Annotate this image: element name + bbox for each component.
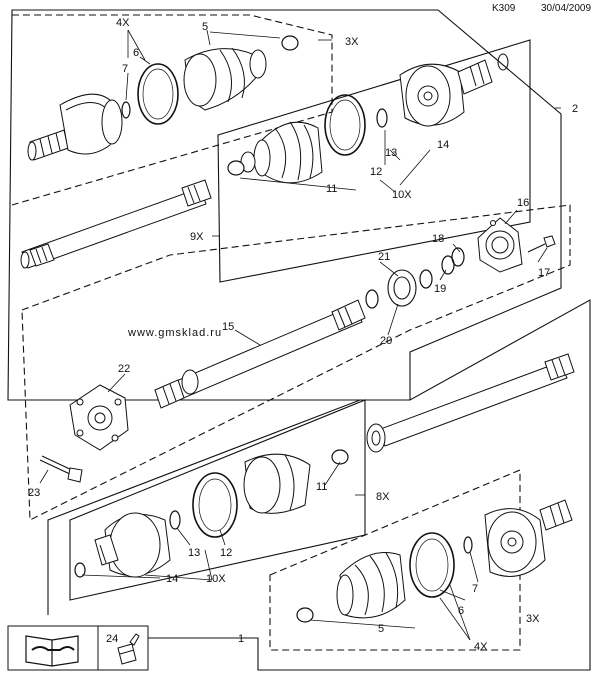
inner-snap-ring-top <box>376 108 388 128</box>
inner-clamp-inner-top <box>329 99 361 151</box>
outer-cv-joint-bottom <box>484 499 573 577</box>
inner-clamp-large-bottom <box>192 472 238 538</box>
coupling-bolt <box>39 455 83 483</box>
grease-tube-icon <box>117 633 140 665</box>
callout-2: 2 <box>572 103 578 115</box>
callout-3x-top: 3X <box>345 36 359 48</box>
outer-snap-ring-bottom <box>463 536 473 554</box>
outer-boot-kit-top-box <box>11 14 333 206</box>
callout-19: 19 <box>434 283 446 295</box>
upper-shaft-assembly-outline <box>7 9 562 401</box>
callout-4x-top: 4X <box>116 17 130 29</box>
callout-11-top: 11 <box>326 183 337 195</box>
callout-3x-bottom: 3X <box>526 613 540 625</box>
callout-7-bottom: 7 <box>472 583 478 595</box>
callout-23: 23 <box>28 487 40 499</box>
outer-boot-kit-bottom-box <box>269 469 521 651</box>
callout-21: 21 <box>378 251 390 263</box>
inner-snap-ring-bottom <box>169 510 181 530</box>
support-bearing <box>387 269 417 307</box>
leader-lines <box>39 29 561 641</box>
tripod-housing-bottom <box>94 512 171 578</box>
callout-13-top: 13 <box>385 147 397 159</box>
callout-10x-top: 10X <box>392 189 412 201</box>
outer-clamp-inner-bottom <box>415 538 449 592</box>
callout-7-top: 7 <box>122 63 128 75</box>
callout-14-bottom: 14 <box>166 573 178 585</box>
callout-12-bottom: 12 <box>220 547 232 559</box>
callout-24: 24 <box>106 633 118 645</box>
callout-6-top: 6 <box>133 47 139 59</box>
bearing-kit-box <box>21 204 571 521</box>
inner-boot-top <box>240 121 323 184</box>
callout-4x-bottom: 4X <box>474 641 488 653</box>
bearing-bracket <box>477 217 523 273</box>
diagram-code: K309 <box>492 3 516 14</box>
callout-9x: 9X <box>190 231 204 243</box>
outer-boot-bottom <box>336 552 406 619</box>
callout-13-bottom: 13 <box>188 547 200 559</box>
bearing-washer <box>419 269 433 289</box>
callout-12-top: 12 <box>370 166 382 178</box>
outer-clamp-large-top <box>137 63 179 125</box>
callout-16: 16 <box>517 197 529 209</box>
bearing-snap-ring-a <box>451 247 465 267</box>
diagram-date: 30/04/2009 <box>541 3 592 14</box>
outer-snap-ring-top <box>121 101 131 119</box>
inner-boot-bottom <box>243 453 311 514</box>
inner-small-clamp-top <box>227 160 245 176</box>
callout-5-bottom: 5 <box>378 623 384 635</box>
outer-small-clamp-top <box>281 35 299 51</box>
callout-5-top: 5 <box>202 21 208 33</box>
inner-clamp-large-top <box>324 94 366 156</box>
group-boundaries <box>7 9 591 671</box>
outer-clamp-inner-top <box>142 68 174 120</box>
callout-labels: 4X 5 3X 6 7 2 14 13 12 11 10X 16 9X 18 2… <box>28 17 578 653</box>
callout-8x: 8X <box>376 491 390 503</box>
inner-clamp-inner-bottom <box>198 478 232 532</box>
callout-10x-bottom: 10X <box>206 573 226 585</box>
bracket-bolt <box>527 235 556 253</box>
callout-11-bottom: 11 <box>316 481 327 493</box>
callout-14-top: 14 <box>437 139 449 151</box>
callout-1: 1 <box>238 633 244 645</box>
callout-18: 18 <box>432 233 444 245</box>
repair-manual-icon <box>25 635 79 667</box>
callout-15: 15 <box>222 321 234 333</box>
lower-shaft-assembly-outline <box>47 299 591 671</box>
lower-half-shaft <box>366 353 575 453</box>
inner-small-clamp-bottom <box>331 449 349 465</box>
inner-small-ring-bottom <box>74 562 86 578</box>
outer-cv-joint-top <box>27 93 123 161</box>
callout-20: 20 <box>380 335 392 347</box>
callout-6-bottom: 6 <box>458 605 464 617</box>
tripod-housing-top <box>399 53 509 127</box>
outer-clamp-large-bottom <box>409 532 455 598</box>
bearing-seal <box>365 289 379 309</box>
upper-half-shaft <box>20 179 212 269</box>
watermark-text: www.gmsklad.ru <box>127 327 222 339</box>
bearing-snap-ring-b <box>441 255 455 275</box>
callout-22: 22 <box>118 363 130 375</box>
outer-boot-top <box>183 47 267 111</box>
callout-17: 17 <box>538 267 550 279</box>
legend-box: 24 <box>7 625 149 671</box>
intermediate-shaft <box>154 299 366 409</box>
flange-coupling <box>69 384 129 451</box>
outer-small-clamp-bottom <box>296 607 314 623</box>
